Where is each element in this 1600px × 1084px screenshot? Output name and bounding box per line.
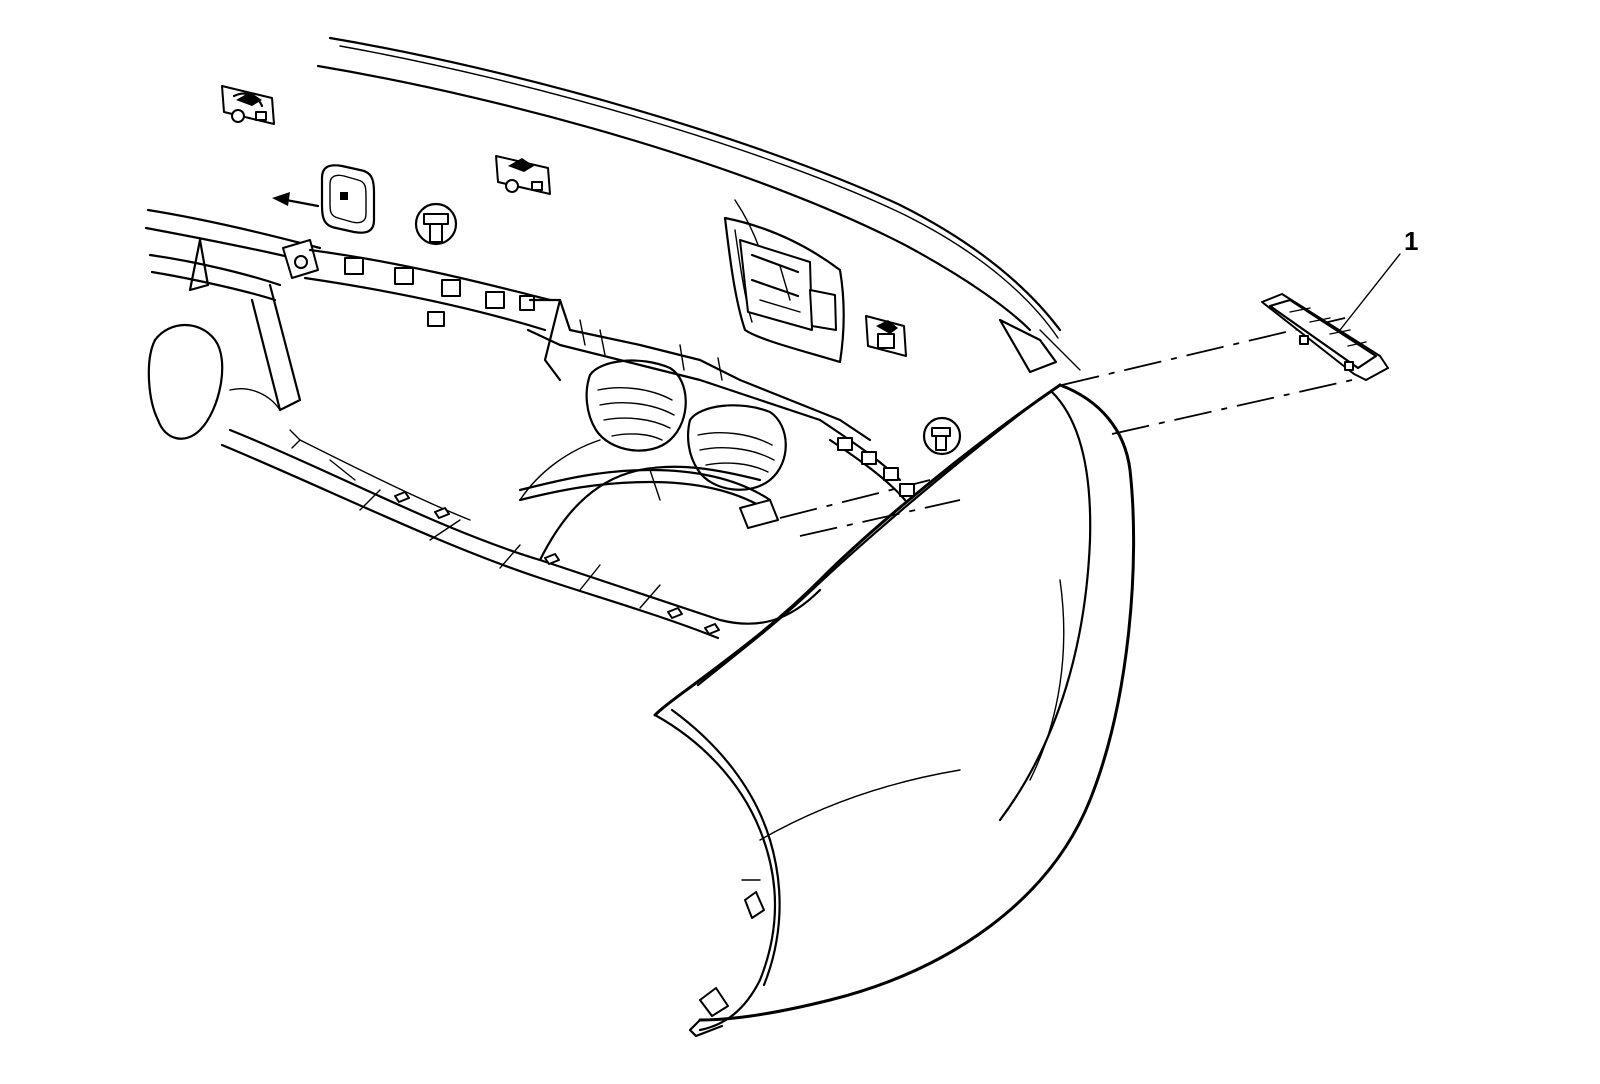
grommet-removal: [272, 164, 376, 234]
clip-symbol-left: [221, 85, 275, 125]
fascia-corner-shell: [653, 383, 1136, 1038]
removal-arrow-shaft: [284, 198, 320, 208]
upper-retainer-strip: [303, 248, 552, 332]
callout-leader-line: [1339, 253, 1401, 331]
rear-panel-components: [723, 216, 845, 364]
push-pin-lower: [922, 416, 962, 456]
callout-label-1: 1: [1404, 226, 1418, 256]
push-pin-symbol: [414, 202, 458, 246]
fascia-inner-floor: [220, 428, 822, 640]
upper-body-panel: [316, 36, 1081, 374]
clip-symbols: [221, 85, 962, 456]
center-bracket-assembly: [518, 298, 872, 529]
left-bracket-region: [144, 208, 322, 449]
lower-retainer-clips: [818, 418, 915, 502]
clip-symbol-center: [495, 155, 551, 195]
clip-symbol-right: [865, 315, 907, 357]
callout-1: 1: [1339, 226, 1418, 331]
part-1-reflector: [1261, 293, 1389, 381]
removal-arrow-head: [272, 192, 290, 206]
